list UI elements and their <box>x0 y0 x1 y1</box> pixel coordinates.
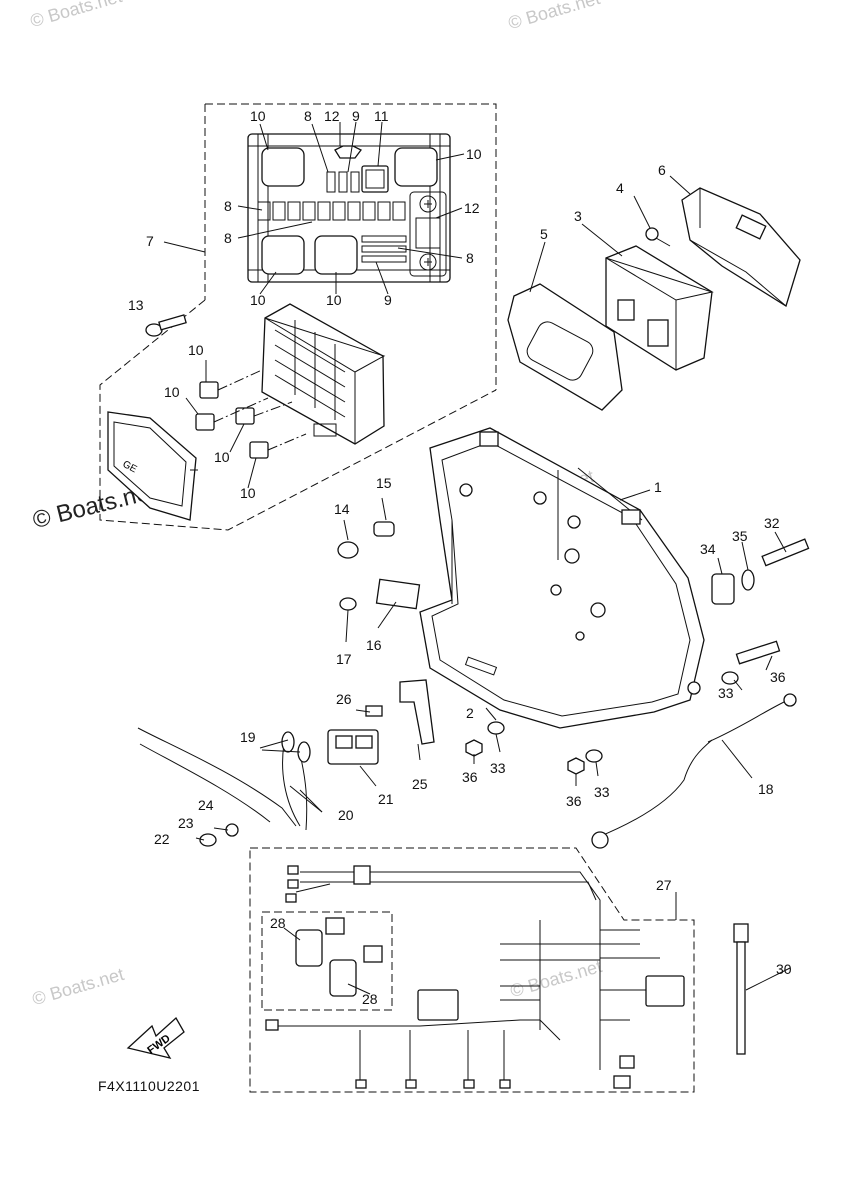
callout-18: 18 <box>758 781 774 797</box>
leader-lines <box>163 121 791 995</box>
fuse-box-3d <box>99 299 497 531</box>
callout-10: 10 <box>326 292 342 308</box>
callout-15: 15 <box>376 475 392 491</box>
callout-4: 4 <box>616 180 624 196</box>
fwd-arrow-icon: FWD <box>126 1016 185 1059</box>
callout-10: 10 <box>188 342 204 358</box>
wire-harness <box>249 847 695 1093</box>
callout-36: 36 <box>770 669 786 685</box>
callout-8: 8 <box>224 230 232 246</box>
callout-10: 10 <box>164 384 180 400</box>
callout-1: 1 <box>654 479 662 495</box>
callout-17: 17 <box>336 651 352 667</box>
callout-21: 21 <box>378 791 394 807</box>
callout-10: 10 <box>466 146 482 162</box>
callout-9: 9 <box>352 108 360 124</box>
callout-27: 27 <box>656 877 672 893</box>
callout-12: 12 <box>324 108 340 124</box>
callout-3: 3 <box>574 208 582 224</box>
callout-35: 36 <box>462 769 478 785</box>
diagram-code: F4X1110U2201 <box>98 1078 200 1094</box>
callout-8: 8 <box>224 198 232 214</box>
callout-10: 10 <box>214 449 230 465</box>
callout-28: 28 <box>362 991 378 1007</box>
main-bracket <box>419 427 705 729</box>
callout-25: 25 <box>412 776 428 792</box>
callout-32: 33 <box>594 784 610 800</box>
callout-8: 8 <box>466 250 474 266</box>
callout-labels: 10 8 12 9 11 10 8 8 12 8 10 10 9 7 13 10… <box>128 108 792 1007</box>
callout-24: 24 <box>198 797 214 813</box>
callout-2: 2 <box>466 705 474 721</box>
callout-16: 16 <box>366 637 382 653</box>
callout-33: 34 <box>700 541 716 557</box>
callout-19: 19 <box>240 729 256 745</box>
callout-8: 8 <box>304 108 312 124</box>
callout-7: 7 <box>146 233 154 249</box>
callout-30: 30 <box>776 961 792 977</box>
callout-5: 5 <box>540 226 548 242</box>
hardware <box>137 314 810 849</box>
callout-6: 6 <box>658 162 666 178</box>
callout-13: 13 <box>128 297 144 313</box>
fuse-box-top-view <box>204 103 497 390</box>
callout-26: 26 <box>336 691 352 707</box>
callout-20: 20 <box>338 807 354 823</box>
ecu-assembly <box>507 187 801 411</box>
callout-11: 11 <box>374 108 389 124</box>
cable-tie <box>733 923 749 1055</box>
callout-32: 33 <box>490 760 506 776</box>
callout-32: 33 <box>718 685 734 701</box>
callout-10: 10 <box>250 292 266 308</box>
callout-10: 10 <box>240 485 256 501</box>
relays <box>195 369 307 459</box>
callout-31: 32 <box>764 515 780 531</box>
callout-23: 23 <box>178 815 194 831</box>
callout-34: 35 <box>732 528 748 544</box>
callout-12: 12 <box>464 200 480 216</box>
callout-9: 9 <box>384 292 392 308</box>
callout-10: 10 <box>250 108 266 124</box>
callout-28: 28 <box>270 915 286 931</box>
callout-22: 22 <box>154 831 170 847</box>
callout-35: 36 <box>566 793 582 809</box>
callout-14: 14 <box>334 501 350 517</box>
